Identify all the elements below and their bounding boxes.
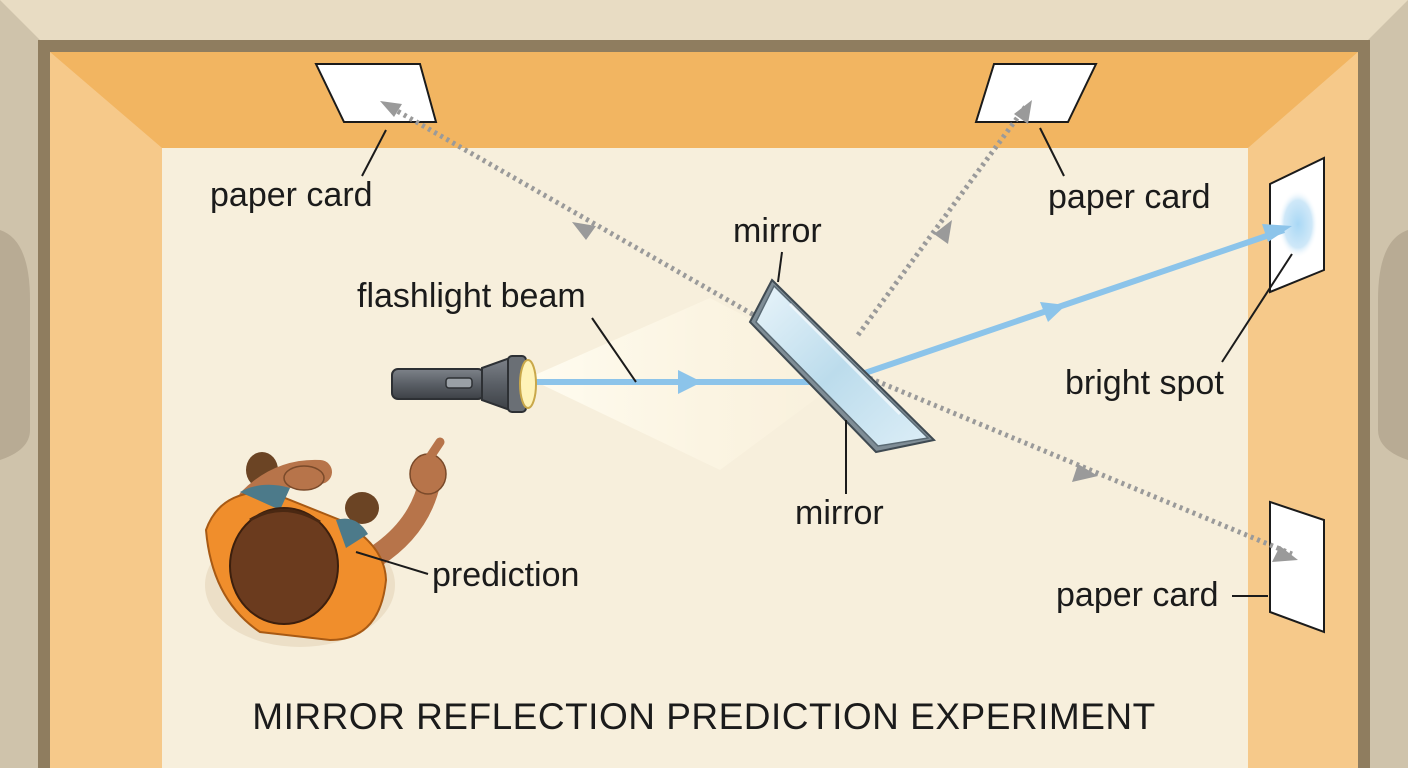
leader-mirror-top [777, 251, 783, 283]
label-flashlight-beam: flashlight beam [357, 277, 586, 315]
wall-left [50, 52, 162, 768]
paper-card-bottom-right [1269, 500, 1325, 634]
arrowhead-top-left-end [380, 101, 402, 117]
label-paper-card-bottom-right: paper card [1056, 576, 1219, 614]
predicted-paths [390, 104, 1293, 557]
label-paper-card-top-left: paper card [210, 176, 373, 214]
arrowhead-bottom-right-mid [1072, 464, 1098, 482]
arrowhead-bottom-right-end [1272, 546, 1298, 562]
bright-spot [1278, 190, 1318, 258]
arrowhead-top-right-mid [934, 220, 952, 244]
arrowhead-top-right-end [1014, 100, 1032, 124]
label-prediction: prediction [432, 556, 580, 594]
reflected-ray-arrowhead-end [1262, 224, 1292, 242]
reflected-ray [861, 227, 1285, 377]
diagram-title: MIRROR REFLECTION PREDICTION EXPERIMENT [252, 696, 1156, 737]
leader-card-top-left [361, 129, 387, 177]
label-mirror-top: mirror [733, 212, 822, 250]
person-icon [204, 437, 447, 647]
arrowhead-top-left-mid [572, 222, 596, 240]
flashlight-icon [391, 355, 537, 413]
predicted-path-top-right [855, 104, 1029, 337]
label-paper-card-top-right: paper card [1048, 178, 1211, 216]
reflected-ray-arrowhead [1040, 302, 1066, 322]
leader-flashlight-beam [591, 317, 637, 383]
wall-top [50, 52, 1358, 148]
leader-bright-spot [1221, 253, 1293, 363]
paper-card-top-left [314, 63, 438, 123]
mirror [748, 278, 937, 454]
label-bright-spot: bright spot [1065, 364, 1224, 402]
wall-right [1248, 52, 1358, 768]
right-alcove [1378, 230, 1408, 460]
label-mirror-bottom: mirror [795, 494, 884, 532]
predicted-arrowheads [380, 100, 1298, 562]
leader-lines [355, 127, 1293, 597]
paper-card-top-right [974, 63, 1098, 123]
incident-ray-arrowhead [678, 370, 702, 394]
leader-prediction [355, 551, 429, 575]
predicted-path-bottom-right [849, 367, 1293, 557]
left-alcove [0, 230, 30, 460]
leader-card-top-right [1039, 127, 1065, 177]
